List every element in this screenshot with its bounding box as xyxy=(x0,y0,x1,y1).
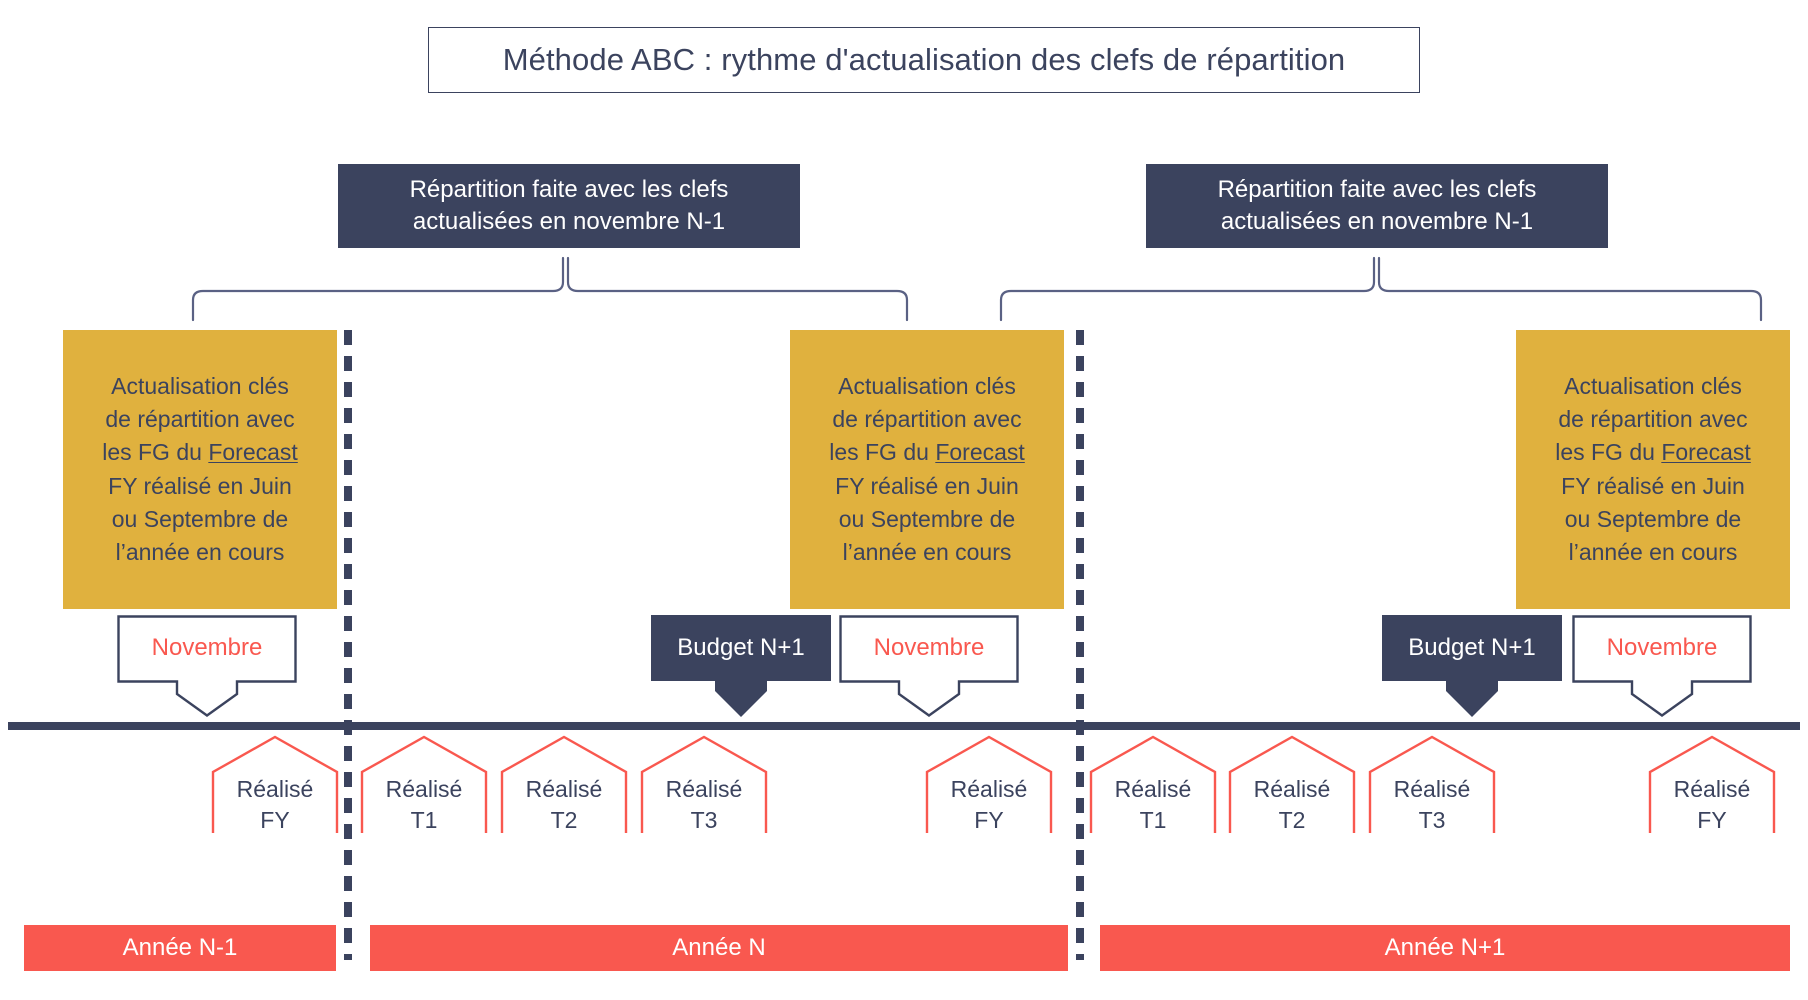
year-bar-n-minus-1: Année N-1 xyxy=(24,925,336,971)
callout-novembre-2[interactable]: Novembre xyxy=(839,615,1019,717)
diagram-title-box: Méthode ABC : rythme d'actualisation des… xyxy=(428,27,1420,93)
pentagon-marker-icon xyxy=(640,735,768,833)
year-bar-n: Année N xyxy=(370,925,1068,971)
callout-novembre-3[interactable]: Novembre xyxy=(1572,615,1752,717)
pentagon-marker-icon xyxy=(500,735,628,833)
marker-realise-fy-2[interactable]: Réalisé FY xyxy=(925,734,1053,834)
callout-budget-2[interactable]: Budget N+1 xyxy=(1382,615,1562,717)
update-box-3-line3: les FG du Forecast xyxy=(1555,436,1751,469)
pentagon-marker-icon xyxy=(1368,735,1496,833)
year-bar-n-plus-1: Année N+1 xyxy=(1100,925,1790,971)
update-box-3-line6: l’année en cours xyxy=(1568,538,1738,565)
pentagon-marker-icon xyxy=(1228,735,1356,833)
update-box-2-forecast-term: Forecast xyxy=(935,439,1025,466)
header-box-right: Répartition faite avec les clefs actuali… xyxy=(1146,164,1608,248)
update-box-1-line4: FY réalisé en Juin xyxy=(108,472,292,499)
header-box-left: Répartition faite avec les clefs actuali… xyxy=(338,164,800,248)
marker-realise-t1-1[interactable]: Réalisé T1 xyxy=(360,734,488,834)
year-separator-2 xyxy=(1076,330,1084,960)
brace-right-half-a xyxy=(999,256,1376,322)
pentagon-marker-icon xyxy=(1648,735,1776,833)
update-box-1: Actualisation clés de répartition avec l… xyxy=(63,330,337,609)
callout-budget-1[interactable]: Budget N+1 xyxy=(651,615,831,717)
header-box-right-line2: actualisées en novembre N-1 xyxy=(1220,208,1534,235)
header-box-left-line2: actualisées en novembre N-1 xyxy=(412,208,726,235)
marker-realise-fy-3[interactable]: Réalisé FY xyxy=(1648,734,1776,834)
update-box-2-line6: l’année en cours xyxy=(842,538,1012,565)
marker-realise-t2-1[interactable]: Réalisé T2 xyxy=(500,734,628,834)
year-bar-n-plus-1-label: Année N+1 xyxy=(1384,934,1506,961)
header-box-left-line1: Répartition faite avec les clefs xyxy=(409,175,729,203)
pentagon-marker-icon xyxy=(211,735,339,833)
update-box-1-line2: de répartition avec xyxy=(105,406,295,433)
year-separator-1 xyxy=(344,330,352,960)
year-bar-n-label: Année N xyxy=(672,934,766,961)
callout-novembre-1[interactable]: Novembre xyxy=(117,615,297,717)
year-bar-n-minus-1-label: Année N-1 xyxy=(122,934,238,961)
update-box-3-forecast-term: Forecast xyxy=(1661,439,1751,466)
pentagon-marker-icon xyxy=(360,735,488,833)
pentagon-marker-icon xyxy=(1089,735,1217,833)
header-box-right-line1: Répartition faite avec les clefs xyxy=(1217,175,1537,203)
marker-realise-fy-1[interactable]: Réalisé FY xyxy=(211,734,339,834)
down-arrow-filled-icon xyxy=(651,615,831,717)
update-box-1-line3-prefix: les FG du xyxy=(102,439,209,466)
update-box-3-line4: FY réalisé en Juin xyxy=(1561,472,1745,499)
update-box-1-line3: les FG du Forecast xyxy=(102,436,298,469)
update-box-2-line4: FY réalisé en Juin xyxy=(835,472,1019,499)
update-box-2-line3: les FG du Forecast xyxy=(829,436,1025,469)
update-box-1-forecast-term: Forecast xyxy=(208,439,298,466)
down-arrow-outline-icon xyxy=(839,615,1019,717)
brace-left-half-a xyxy=(191,256,565,322)
update-box-3-line5: ou Septembre de xyxy=(1564,505,1742,532)
update-box-3: Actualisation clés de répartition avec l… xyxy=(1516,330,1790,609)
update-box-1-line5: ou Septembre de xyxy=(111,505,289,532)
page-title: Méthode ABC : rythme d'actualisation des… xyxy=(502,42,1346,77)
timeline-axis xyxy=(8,722,1800,730)
down-arrow-outline-icon xyxy=(1572,615,1752,717)
marker-realise-t1-2[interactable]: Réalisé T1 xyxy=(1089,734,1217,834)
update-box-1-line1: Actualisation clés xyxy=(111,373,289,400)
update-box-2-line3-prefix: les FG du xyxy=(829,439,936,466)
update-box-2: Actualisation clés de répartition avec l… xyxy=(790,330,1064,609)
update-box-1-line6: l’année en cours xyxy=(115,538,285,565)
update-box-2-line1: Actualisation clés xyxy=(838,373,1016,400)
pentagon-marker-icon xyxy=(925,735,1053,833)
marker-realise-t2-2[interactable]: Réalisé T2 xyxy=(1228,734,1356,834)
update-box-3-line3-prefix: les FG du xyxy=(1555,439,1662,466)
marker-realise-t3-2[interactable]: Réalisé T3 xyxy=(1368,734,1496,834)
marker-realise-t3-1[interactable]: Réalisé T3 xyxy=(640,734,768,834)
brace-left-half-b xyxy=(566,256,909,322)
down-arrow-filled-icon xyxy=(1382,615,1562,717)
down-arrow-outline-icon xyxy=(117,615,297,717)
update-box-3-line1: Actualisation clés xyxy=(1564,373,1742,400)
update-box-3-line2: de répartition avec xyxy=(1558,406,1748,433)
update-box-2-line2: de répartition avec xyxy=(832,406,1022,433)
brace-right-half-b xyxy=(1377,256,1763,322)
update-box-2-line5: ou Septembre de xyxy=(838,505,1016,532)
